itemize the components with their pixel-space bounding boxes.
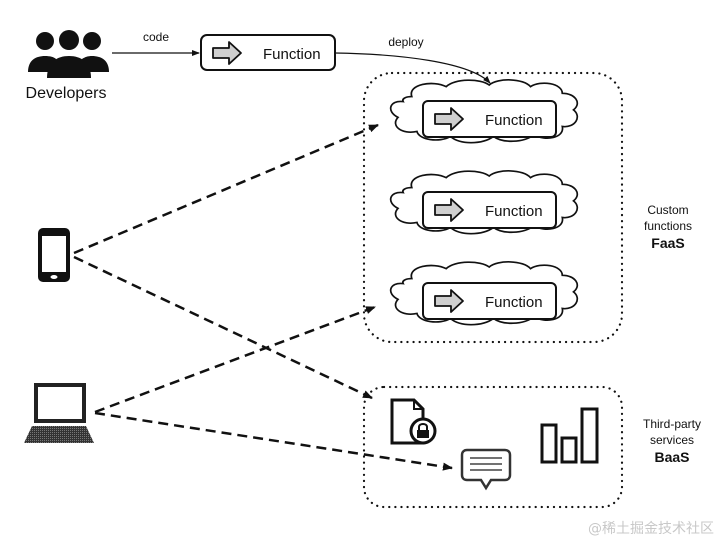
developers-label: Developers bbox=[26, 85, 107, 102]
chat-message-icon bbox=[460, 448, 512, 491]
locked-file-icon bbox=[390, 398, 437, 445]
faas-function-3[interactable]: Function bbox=[389, 260, 579, 326]
source-function-label: Function bbox=[263, 46, 321, 63]
edge-laptop-faas3 bbox=[94, 305, 376, 414]
faas-caption-line1: Custom bbox=[647, 203, 688, 217]
laptop-icon[interactable] bbox=[24, 383, 94, 443]
bar-chart-icon bbox=[540, 407, 599, 464]
baas-container bbox=[362, 385, 624, 509]
users-icon bbox=[28, 30, 109, 78]
edge-laptop-baas-chat bbox=[94, 411, 453, 471]
faas-container bbox=[362, 71, 624, 344]
watermark: @稀土掘金技术社区 bbox=[588, 521, 714, 537]
faas-function-2[interactable]: Function bbox=[389, 169, 579, 235]
source-function-node[interactable]: Function bbox=[200, 34, 336, 71]
smartphone-icon[interactable] bbox=[38, 228, 70, 282]
deploy-edge-label: deploy bbox=[388, 35, 423, 49]
code-edge-label: code bbox=[143, 30, 169, 44]
faas-function-label: Function bbox=[485, 112, 543, 129]
faas-function-label: Function bbox=[485, 294, 543, 311]
faas-function-label: Function bbox=[485, 203, 543, 220]
edge-phone-faas1 bbox=[73, 123, 379, 255]
baas-caption-title: BaaS bbox=[654, 449, 689, 465]
faas-function-1[interactable]: Function bbox=[389, 78, 579, 144]
edge-phone-baas-file bbox=[73, 255, 373, 400]
deploy-edge bbox=[334, 52, 491, 84]
client-edges bbox=[73, 123, 453, 471]
faas-caption-line2: functions bbox=[644, 219, 692, 233]
baas-caption-line1: Third-party bbox=[643, 417, 701, 431]
faas-caption-title: FaaS bbox=[651, 235, 684, 251]
baas-caption-line2: services bbox=[650, 433, 694, 447]
